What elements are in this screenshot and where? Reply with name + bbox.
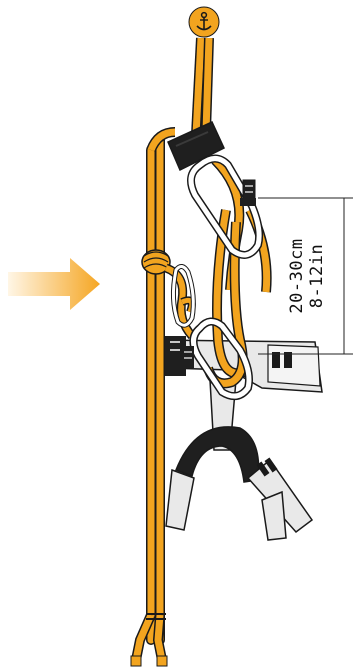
anchor-rope xyxy=(196,38,209,135)
main-rope xyxy=(151,132,175,640)
dimension-label-imperial: 8-12in xyxy=(307,244,327,308)
dimension-label-metric: 20-30cm xyxy=(287,238,307,313)
anchor-icon xyxy=(189,7,219,37)
direction-arrow-icon xyxy=(8,258,100,310)
